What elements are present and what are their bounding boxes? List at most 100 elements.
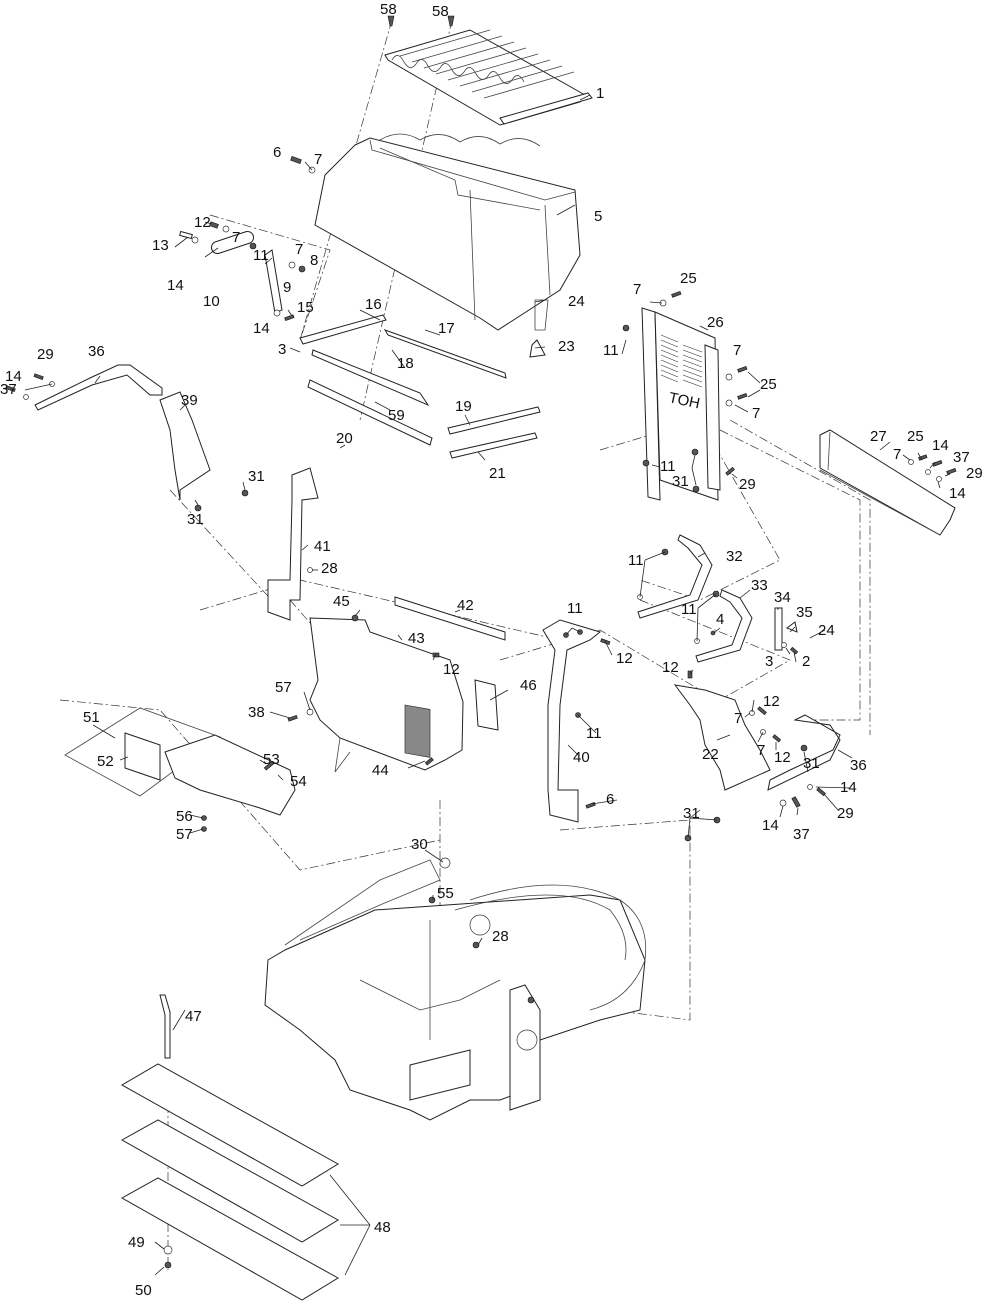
callout-31: 31: [187, 511, 204, 528]
callout-15: 15: [297, 299, 314, 316]
callout-14: 14: [840, 779, 857, 796]
callout-53: 53: [263, 751, 280, 768]
callout-43: 43: [408, 630, 425, 647]
callout-2: 2: [802, 653, 810, 670]
callout-41: 41: [314, 538, 331, 555]
callout-26: 26: [707, 314, 724, 331]
part-20: [308, 380, 432, 445]
part-21: [450, 433, 537, 458]
callout-59: 59: [388, 407, 405, 424]
callout-14: 14: [949, 485, 966, 502]
callout-25: 25: [907, 428, 924, 445]
part-right-tower: [543, 620, 610, 822]
callout-19: 19: [455, 398, 472, 415]
part-left-bracket: [6, 365, 248, 511]
callout-5: 5: [594, 208, 602, 225]
callout-29: 29: [37, 346, 54, 363]
callout-32: 32: [726, 548, 743, 565]
callout-28: 28: [321, 560, 338, 577]
callout-21: 21: [489, 465, 506, 482]
callout-11: 11: [253, 247, 269, 264]
callout-44: 44: [372, 762, 389, 779]
callout-47: 47: [185, 1008, 202, 1025]
callout-37: 37: [0, 381, 17, 398]
callout-7: 7: [295, 241, 303, 258]
callout-54: 54: [290, 773, 307, 790]
callout-29: 29: [966, 465, 983, 482]
part-main-frame: [265, 858, 646, 1120]
callout-24: 24: [568, 293, 585, 310]
callout-25: 25: [760, 376, 777, 393]
callout-24: 24: [818, 622, 835, 639]
callout-25: 25: [680, 270, 697, 287]
callout-58: 58: [432, 3, 449, 20]
part-left-tower: [268, 468, 318, 620]
callout-18: 18: [397, 355, 414, 372]
callout-12: 12: [774, 749, 791, 766]
callout-50: 50: [135, 1282, 152, 1299]
callout-3: 3: [278, 341, 286, 358]
callout-36: 36: [88, 343, 105, 360]
callout-7: 7: [893, 446, 901, 463]
callout-36: 36: [850, 757, 867, 774]
callout-11: 11: [567, 600, 583, 617]
callout-29: 29: [739, 476, 756, 493]
callout-11: 11: [586, 725, 602, 742]
callout-42: 42: [457, 597, 474, 614]
callout-11: 11: [603, 342, 619, 359]
part-weight-plates: [122, 995, 338, 1300]
callout-33: 33: [751, 577, 768, 594]
callout-39: 39: [181, 392, 198, 409]
callout-51: 51: [83, 709, 100, 726]
fastener-58-right: [448, 16, 454, 26]
callout-40: 40: [573, 749, 590, 766]
callout-27: 27: [870, 428, 887, 445]
callout-7: 7: [734, 710, 742, 727]
callout-48: 48: [374, 1219, 391, 1236]
callout-7: 7: [752, 405, 760, 422]
callout-28: 28: [492, 928, 509, 945]
callout-7: 7: [757, 742, 765, 759]
callout-13: 13: [152, 237, 169, 254]
callout-4: 4: [716, 611, 724, 628]
callout-12: 12: [194, 214, 211, 231]
callout-9: 9: [283, 279, 291, 296]
callout-14: 14: [167, 277, 184, 294]
callout-56: 56: [176, 808, 193, 825]
callout-57: 57: [176, 826, 193, 843]
callout-12: 12: [616, 650, 633, 667]
callout-16: 16: [365, 296, 382, 313]
part-latch: [530, 300, 548, 357]
callout-11: 11: [628, 552, 644, 569]
part-grille-panel: TOH: [623, 291, 747, 500]
part-16: [300, 315, 386, 344]
callout-12: 12: [443, 661, 460, 678]
callout-14: 14: [253, 320, 270, 337]
callout-45: 45: [333, 593, 350, 610]
callout-34: 34: [774, 589, 791, 606]
callout-31: 31: [672, 473, 689, 490]
callout-29: 29: [837, 805, 854, 822]
callout-1: 1: [596, 85, 604, 102]
callout-6: 6: [606, 791, 614, 808]
callout-31: 31: [683, 805, 700, 822]
callout-49: 49: [128, 1234, 145, 1251]
callout-37: 37: [953, 449, 970, 466]
callout-10: 10: [203, 293, 220, 310]
callout-55: 55: [437, 885, 454, 902]
callout-12: 12: [662, 659, 679, 676]
callout-23: 23: [558, 338, 575, 355]
callout-12: 12: [763, 693, 780, 710]
part-hopper: [315, 134, 580, 330]
part-corrugated-cover: [385, 30, 592, 125]
callout-7: 7: [733, 342, 741, 359]
callout-17: 17: [438, 320, 455, 337]
callout-14: 14: [932, 437, 949, 454]
callout-7: 7: [232, 229, 240, 246]
fasteners-upper-left: [180, 156, 315, 320]
part-seat-panel: [288, 597, 505, 772]
callout-22: 22: [702, 746, 719, 763]
callout-20: 20: [336, 430, 353, 447]
callout-11: 11: [681, 601, 697, 618]
